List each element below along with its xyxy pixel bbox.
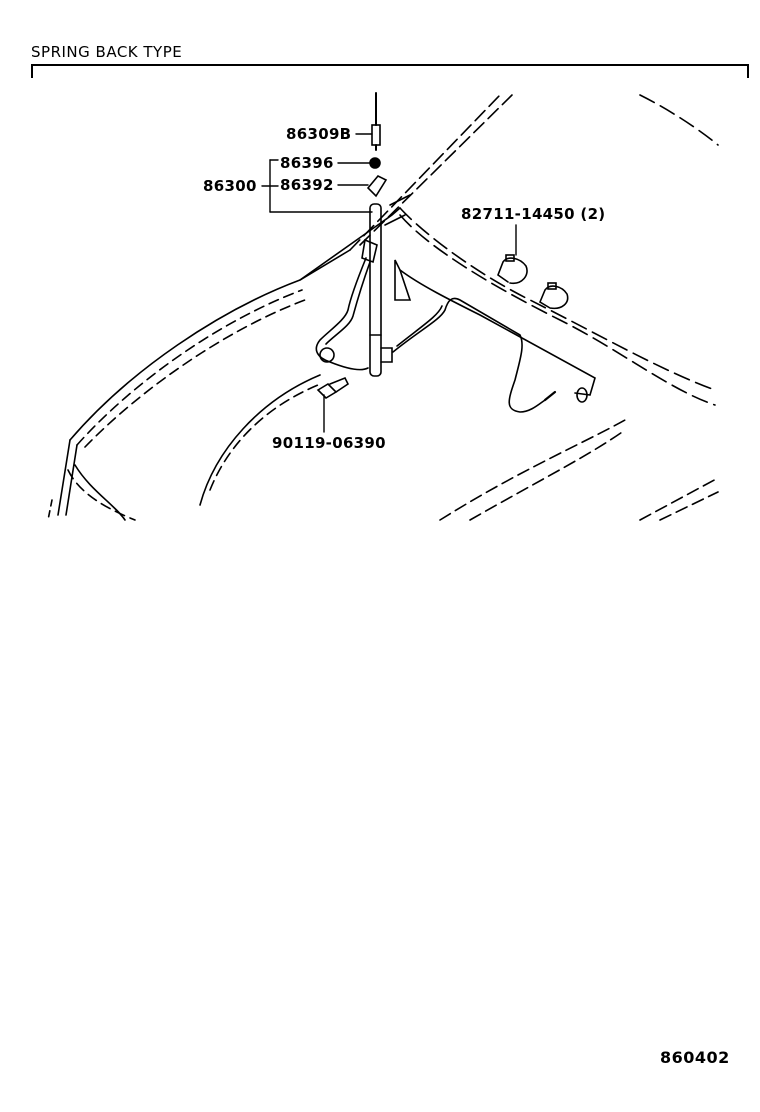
antenna-cable (315, 257, 596, 413)
frame-top-line (31, 64, 749, 66)
part-label-82711-14450[interactable]: 82711-14450 (2) (461, 205, 606, 223)
cord-clamps (497, 254, 569, 310)
part-label-86309b[interactable]: 86309B (286, 125, 352, 143)
part-label-90119-06390[interactable]: 90119-06390 (272, 434, 386, 452)
fender-arc (199, 374, 321, 506)
body-outline-left (47, 249, 351, 521)
frame-left-tick (31, 64, 33, 78)
part-label-86300[interactable]: 86300 (203, 177, 257, 195)
part-label-86396[interactable]: 86396 (280, 154, 334, 172)
leader-lines (261, 133, 517, 433)
page-title: SPRING BACK TYPE (31, 43, 183, 61)
mounting-bolt (316, 376, 350, 400)
pillar-lines (299, 94, 719, 521)
frame-right-tick (747, 64, 749, 78)
part-label-86392[interactable]: 86392 (280, 176, 334, 194)
reference-code: 860402 (660, 1048, 730, 1067)
antenna-mast (361, 92, 393, 377)
